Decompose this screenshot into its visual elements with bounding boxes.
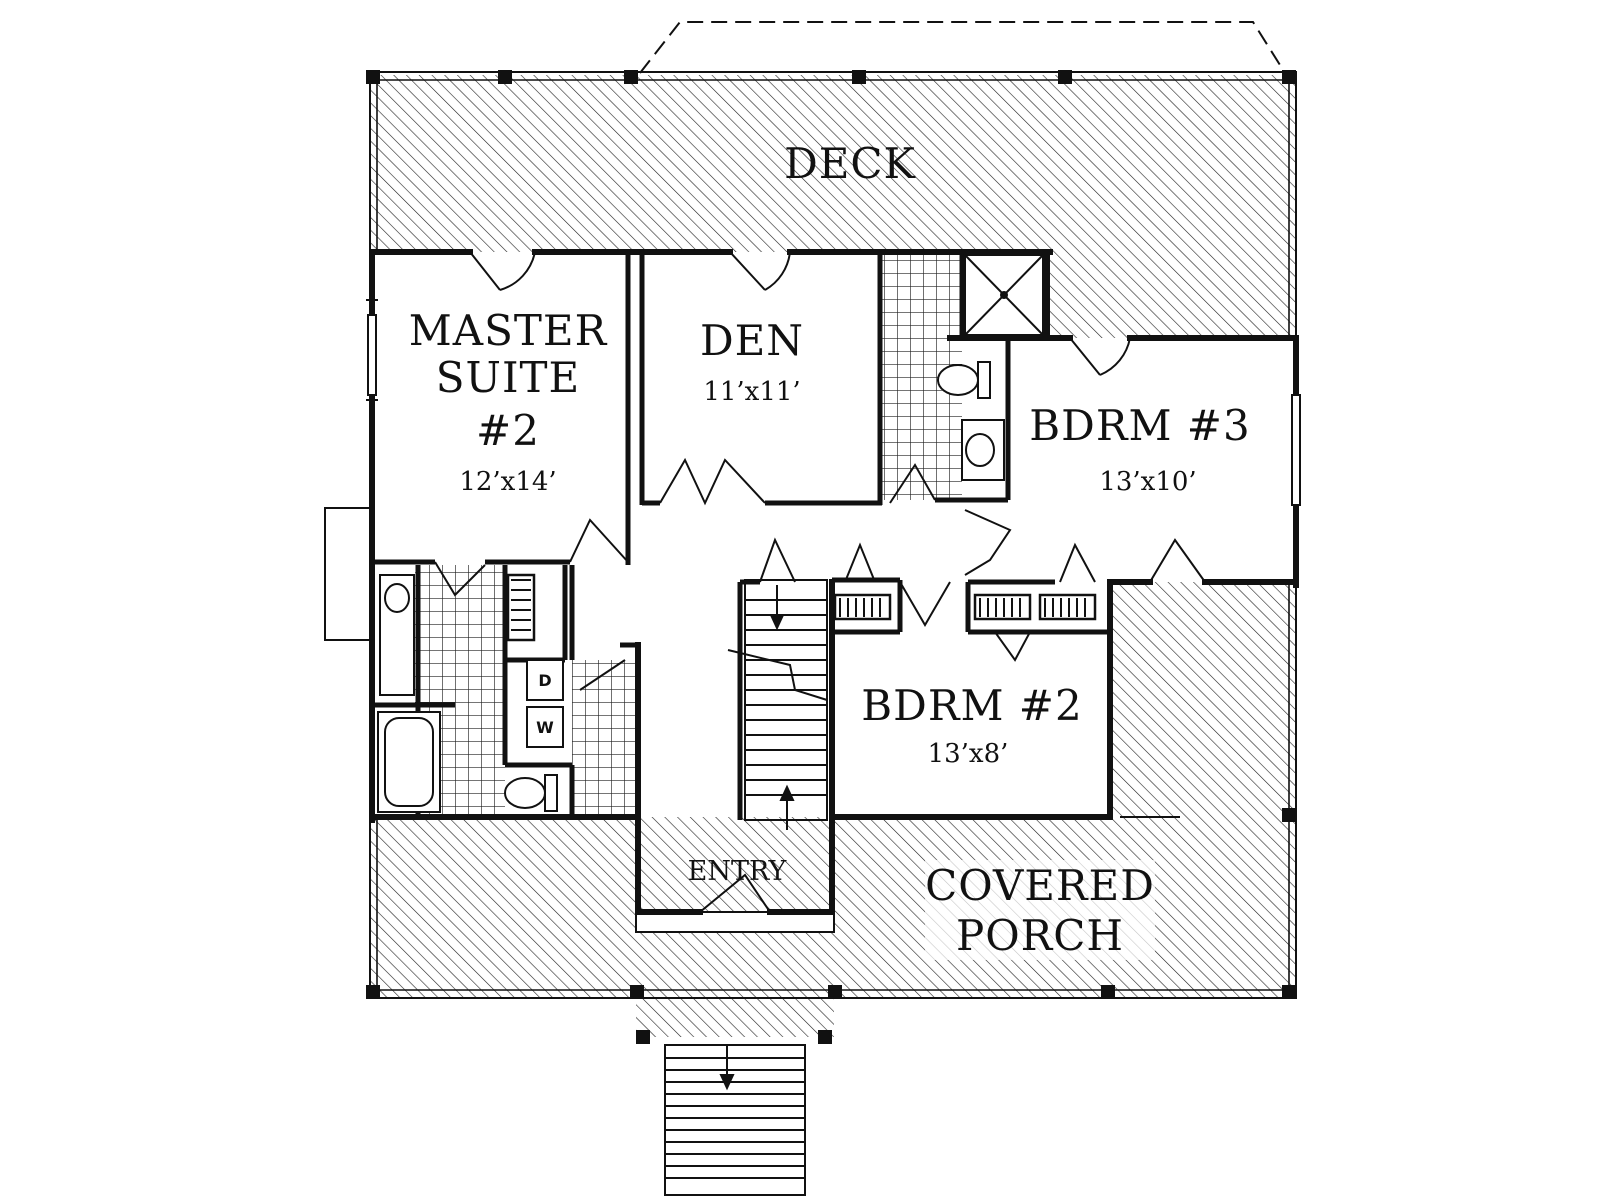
porch-label-backdrop — [925, 860, 1155, 960]
bdrm2-label: BDRM #2 — [861, 681, 1082, 730]
bdrm3-label: BDRM #3 — [1029, 401, 1250, 450]
interior-stairs — [727, 579, 828, 830]
master-suite-label-line1: MASTER — [409, 306, 608, 355]
master-suite-size: 12’x14’ — [459, 467, 556, 497]
deck-label: DECK — [784, 139, 916, 188]
washer-label: W — [536, 718, 554, 737]
bdrm3-window — [1291, 394, 1301, 506]
bdrm2-size: 13’x8’ — [928, 739, 1009, 769]
den-size: 11’x11’ — [703, 377, 800, 407]
bath-fixtures — [377, 254, 1044, 813]
entry-label: ENTRY — [688, 856, 788, 887]
master-window — [367, 314, 377, 396]
master-suite-label-line2: SUITE — [436, 353, 580, 402]
closet-rods — [506, 573, 1097, 642]
bdrm3-size: 13’x10’ — [1099, 467, 1196, 497]
door-swings — [434, 251, 1206, 913]
closet-hatch — [511, 579, 1086, 631]
porch-posts — [366, 70, 1296, 1044]
entry-landing — [635, 911, 835, 933]
deck-area — [370, 75, 1296, 338]
covered-porch-label-line2: PORCH — [956, 911, 1124, 960]
covered-porch-label-line1: COVERED — [925, 861, 1155, 910]
den-label: DEN — [700, 316, 804, 365]
upper-roof-outline — [639, 21, 1286, 74]
front-steps — [664, 1044, 806, 1196]
master-suite-label-line3: #2 — [476, 406, 540, 455]
dryer-label: D — [538, 671, 551, 690]
